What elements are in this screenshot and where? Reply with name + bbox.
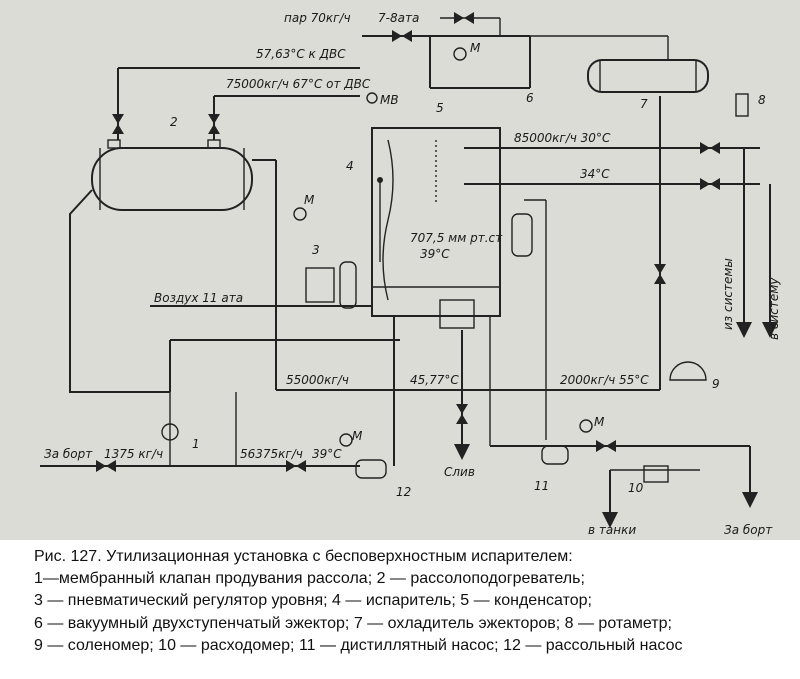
schematic-figure: пар 70кг/ч 7-8ата 57,63°С к ДВС 75000кг/… — [0, 0, 800, 540]
label-to-tanks: в танки — [588, 523, 636, 537]
schematic-diagram: пар 70кг/ч 7-8ата 57,63°С к ДВС 75000кг/… — [40, 11, 781, 537]
label-flow-2000: 2000кг/ч 55°С — [560, 373, 649, 387]
component-number-4: 4 — [346, 159, 354, 173]
brine-heater — [91, 139, 253, 211]
label-temp-39: 39°С — [420, 247, 450, 261]
component-number-2: 2 — [170, 115, 178, 129]
ejector-cooler — [587, 59, 709, 93]
caption-line: 6 — вакуумный двухступенчатый эжектор; 7… — [34, 614, 672, 632]
label-flow-1375: 1375 кг/ч — [104, 447, 163, 461]
label-from-system: из системы — [721, 258, 735, 330]
label-gauge-m-left: М — [304, 193, 315, 207]
evaporator-condenser — [371, 127, 533, 329]
label-flow-55000: 55000кг/ч — [286, 373, 349, 387]
caption-line: 3 — пневматический регулятор уровня; 4 —… — [34, 592, 592, 610]
caption-line: 1—мембранный клапан продувания рассола; … — [34, 570, 585, 588]
caption-line: 9 — соленомер; 10 — расходомер; 11 — дис… — [34, 636, 683, 654]
figure-caption: Рис. 127. Утилизационная установка с бес… — [34, 546, 794, 657]
component-number-12: 12 — [396, 485, 411, 499]
component-number-11: 11 — [534, 479, 549, 493]
label-drain: Слив — [444, 465, 475, 479]
components — [96, 12, 749, 483]
label-overboard-out: За борт — [724, 523, 773, 537]
label-from-dvs: 75000кг/ч 67°С от ДВС — [226, 77, 371, 91]
label-steam: пар 70кг/ч — [284, 11, 351, 25]
component-number-10: 10 — [628, 481, 644, 495]
component-number-9: 9 — [712, 377, 720, 391]
component-number-1: 1 — [192, 437, 200, 451]
component-number-6: 6 — [526, 91, 534, 105]
label-gauge-m-right: М — [594, 415, 605, 429]
label-mv: МВ — [380, 93, 399, 107]
diagram-labels: пар 70кг/ч 7-8ата 57,63°С к ДВС 75000кг/… — [44, 11, 781, 537]
component-number-3: 3 — [312, 243, 320, 257]
component-number-5: 5 — [436, 101, 444, 115]
label-temp-39b: 39°С — [312, 447, 342, 461]
label-vacuum: 707,5 мм рт.ст — [410, 231, 503, 245]
label-temp-4577: 45,77°С — [410, 373, 459, 387]
label-gauge-m-bottom: М — [352, 429, 363, 443]
component-number-7: 7 — [640, 97, 648, 111]
label-gauge-m-top: М — [470, 41, 481, 55]
label-steam-pressure: 7-8ата — [378, 11, 419, 25]
component-numbers: 1 2 3 4 5 6 7 8 9 10 11 12 — [170, 91, 766, 499]
label-temp-34: 34°С — [580, 167, 610, 181]
label-air: Воздух 11 ата — [154, 291, 243, 305]
component-number-8: 8 — [758, 93, 766, 107]
label-flow-56375: 56375кг/ч — [240, 447, 303, 461]
caption-title: Рис. 127. Утилизационная установка с бес… — [34, 548, 573, 565]
label-to-dvs: 57,63°С к ДВС — [256, 47, 346, 61]
label-flow-85000: 85000кг/ч 30°С — [514, 131, 611, 145]
label-to-system: в систему — [767, 277, 781, 340]
label-overboard-in: За борт — [44, 447, 93, 461]
